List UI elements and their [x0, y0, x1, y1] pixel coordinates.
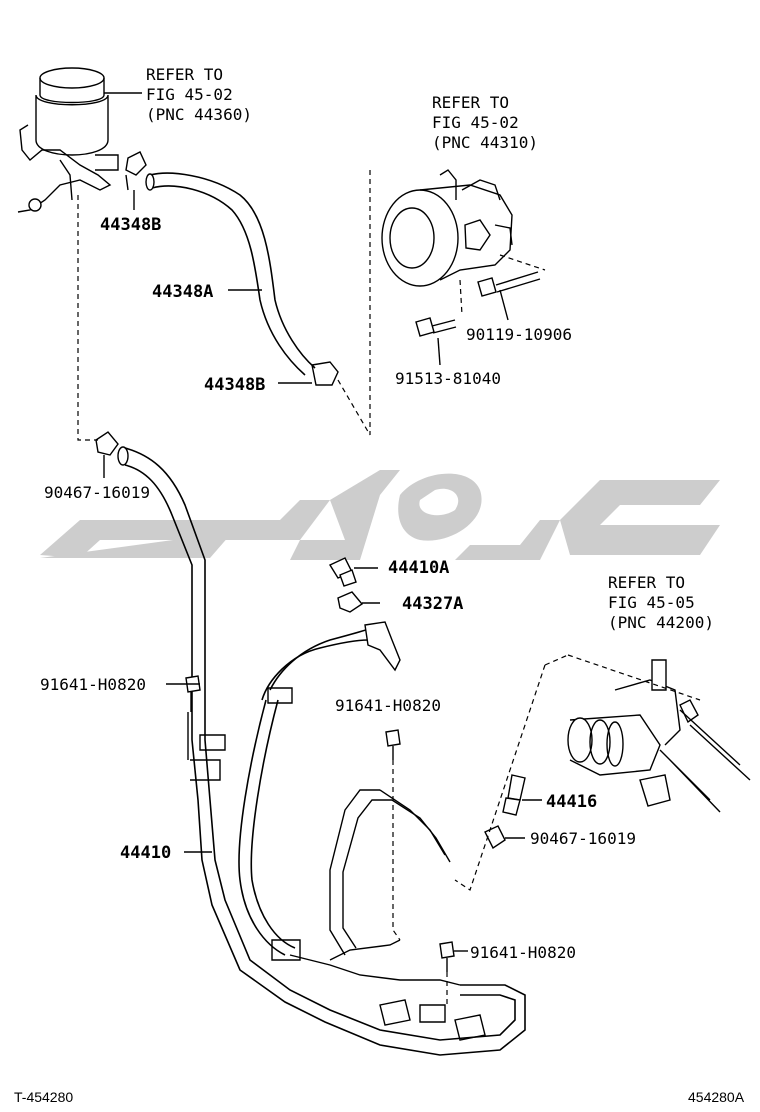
part-label-44410: 44410 — [120, 843, 171, 863]
part-label-91641-H0820-left: 91641-H0820 — [40, 675, 146, 694]
reservoir-tank-drawing — [17, 67, 119, 213]
part-label-90119-10906: 90119-10906 — [466, 325, 572, 344]
bolt-91641-mid — [385, 729, 401, 941]
part-label-90467-16019-right: 90467-16019 — [530, 829, 636, 848]
part-label-44348A: 44348A — [152, 282, 213, 302]
refer-reservoir-line2: FIG 45-02 — [146, 85, 233, 104]
part-label-44348B-bottom: 44348B — [204, 375, 265, 395]
bolt-91641-bottom — [439, 941, 455, 1005]
hose-fitting-44416 — [502, 774, 542, 816]
refer-gear-line3: (PNC 44200) — [608, 613, 714, 632]
refer-pump-line2: FIG 45-02 — [432, 113, 519, 132]
footer-right-code: 454280A — [688, 1089, 745, 1105]
pressure-tube-assembly-drawing — [117, 446, 526, 1056]
refer-gear-line1: REFER TO — [608, 573, 685, 592]
refer-pump-line3: (PNC 44310) — [432, 133, 538, 152]
hose-clamp-top — [125, 151, 147, 210]
part-label-44348B-top: 44348B — [100, 215, 161, 235]
footer-left-code: T-454280 — [14, 1089, 73, 1105]
gasket-44327A — [337, 591, 380, 613]
part-label-91641-H0820-mid: 91641-H0820 — [335, 696, 441, 715]
part-label-90467-16019-left: 90467-16019 — [44, 483, 150, 502]
part-label-44416: 44416 — [546, 792, 597, 812]
union-bolt-44410A — [328, 557, 378, 587]
power-steering-pump-drawing — [381, 169, 513, 287]
part-label-44410A: 44410A — [388, 558, 449, 578]
hose-clamp-right — [484, 825, 525, 850]
bolt-91513 — [415, 317, 457, 366]
bolt-90119 — [477, 271, 541, 321]
part-label-91641-H0820-bottom: 91641-H0820 — [470, 943, 576, 962]
refer-pump-line1: REFER TO — [432, 93, 509, 112]
part-label-44327A: 44327A — [402, 594, 463, 614]
refer-reservoir-line1: REFER TO — [146, 65, 223, 84]
refer-gear-line2: FIG 45-05 — [608, 593, 695, 612]
suction-hose-drawing — [145, 172, 339, 386]
hose-clamp-left — [95, 431, 119, 478]
refer-reservoir-line3: (PNC 44360) — [146, 105, 252, 124]
watermark-logo — [40, 470, 720, 560]
steering-gear-drawing — [567, 659, 751, 813]
part-label-91513-81040: 91513-81040 — [395, 369, 501, 388]
bolt-91641-left — [185, 675, 201, 712]
